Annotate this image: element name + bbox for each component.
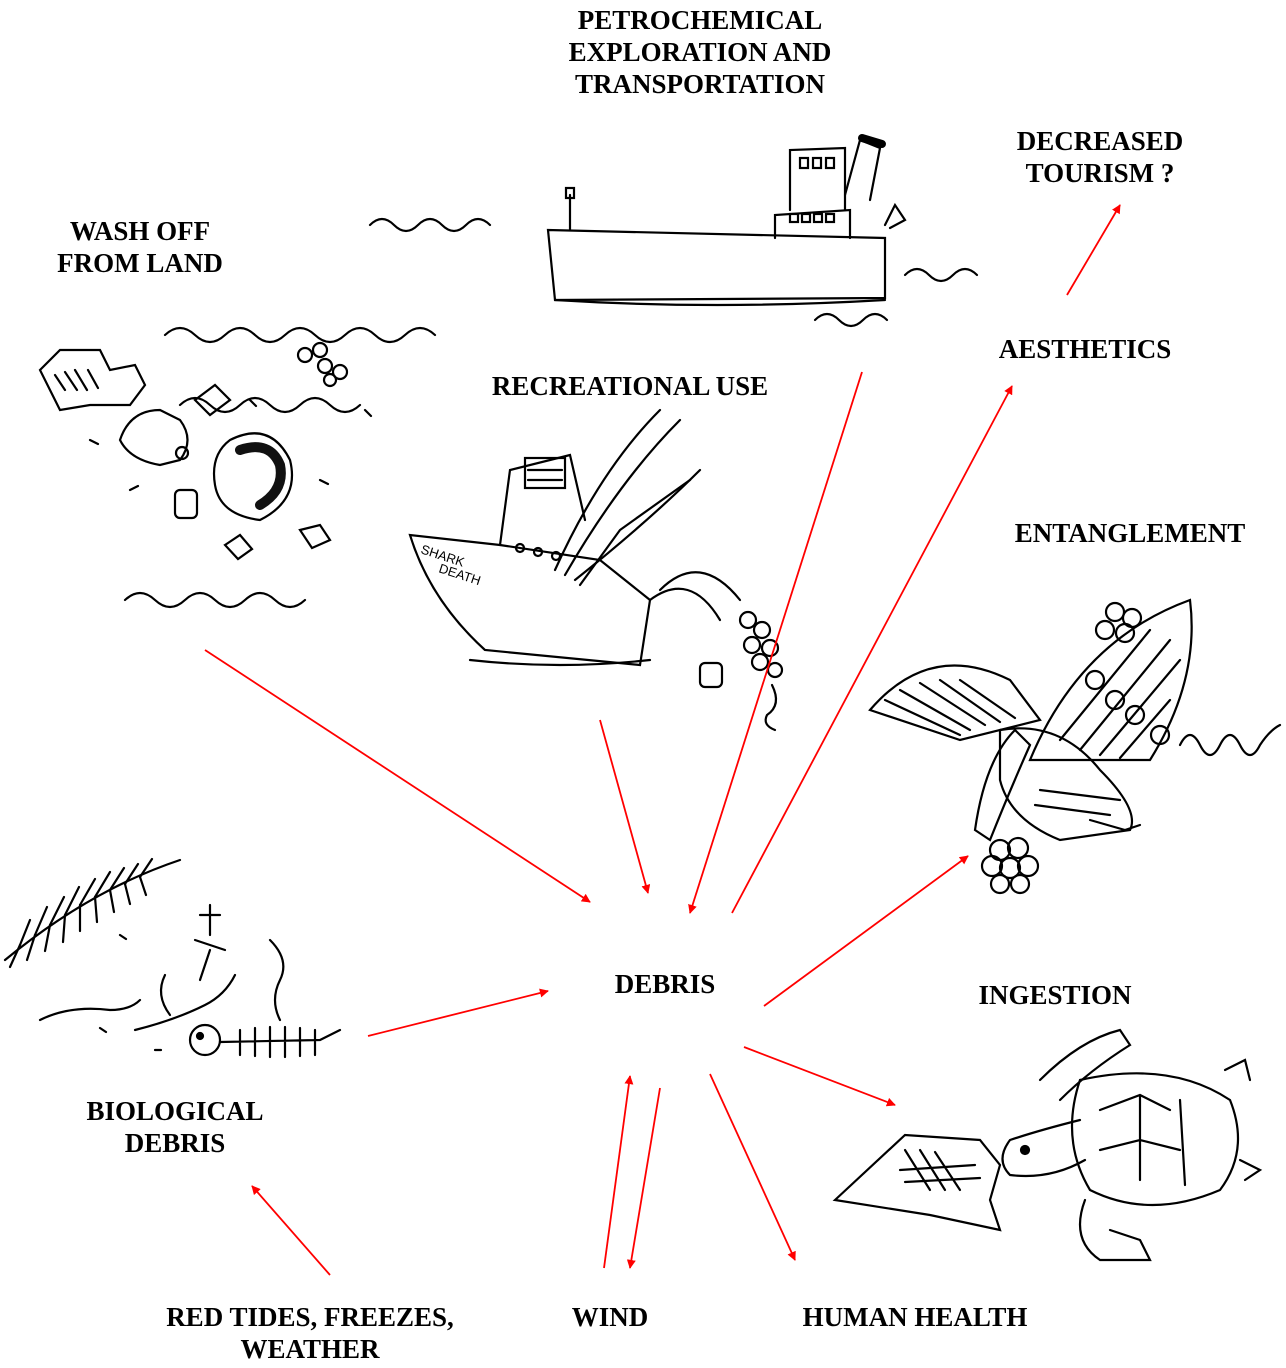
label-biological-debris-line-1: BIOLOGICAL (86, 1096, 264, 1126)
arrow-recreational-to-debris (599, 719, 651, 894)
floating-trash-sketch (38, 326, 437, 609)
label-debris: DEBRIS (614, 969, 716, 999)
arrow-debris-to-entanglement (763, 855, 969, 1007)
arrow-washoff-to-debris (204, 649, 591, 903)
label-petrochemical-line-2: EXPLORATION AND (568, 37, 832, 67)
label-decreased-tourism: DECREASED TOURISM ? (980, 125, 1220, 189)
label-decreased-tourism-line-2: TOURISM ? (1025, 158, 1175, 188)
label-recreational-use: RECREATIONAL USE (491, 371, 769, 401)
label-red-tides: RED TIDES, FREEZES, WEATHER (135, 1301, 485, 1365)
label-wind: WIND (571, 1302, 649, 1332)
arrow-redtides-to-biological (251, 1185, 331, 1276)
entangled-pelican-sketch (868, 598, 1282, 895)
label-petrochemical-line-1: PETROCHEMICAL (577, 5, 823, 35)
label-wash-off: WASH OFF FROM LAND (20, 215, 260, 279)
tanker-ship-sketch (368, 134, 979, 328)
label-petrochemical-line-3: TRANSPORTATION (574, 69, 826, 99)
label-entanglement: ENTANGLEMENT (1014, 518, 1246, 548)
arrow-petrochemical-to-debris (688, 371, 863, 914)
label-decreased-tourism-line-1: DECREASED (1016, 126, 1184, 156)
arrows (204, 204, 1121, 1276)
arrow-aesthetics-to-tourism (1066, 204, 1121, 296)
label-petrochemical: PETROCHEMICAL EXPLORATION AND TRANSPORTA… (520, 4, 880, 100)
arrow-biological-to-debris (367, 988, 549, 1037)
biological-debris-sketch (3, 857, 342, 1059)
sea-turtle-ingesting-bag-sketch (832, 1028, 1263, 1262)
label-biological-debris-line-2: DEBRIS (124, 1128, 226, 1158)
arrow-debris-to-aesthetics (731, 385, 1013, 914)
label-wash-off-line-2: FROM LAND (57, 248, 223, 278)
arrow-debris-to-ingestion (743, 1046, 896, 1107)
label-red-tides-line-1: RED TIDES, FREEZES, (166, 1302, 454, 1332)
label-ingestion: INGESTION (978, 980, 1132, 1010)
label-biological-debris: BIOLOGICAL DEBRIS (50, 1095, 300, 1159)
arrow-debris-to-wind (626, 1087, 661, 1269)
arrow-wind-to-debris (603, 1075, 634, 1269)
fishing-boat-sketch: SHARK DEATH (408, 408, 784, 732)
label-red-tides-line-2: WEATHER (240, 1334, 380, 1364)
label-human-health: HUMAN HEALTH (802, 1302, 1028, 1332)
arrow-debris-to-human-health (709, 1073, 796, 1261)
label-wash-off-line-1: WASH OFF (69, 216, 211, 246)
label-aesthetics: AESTHETICS (998, 334, 1172, 364)
